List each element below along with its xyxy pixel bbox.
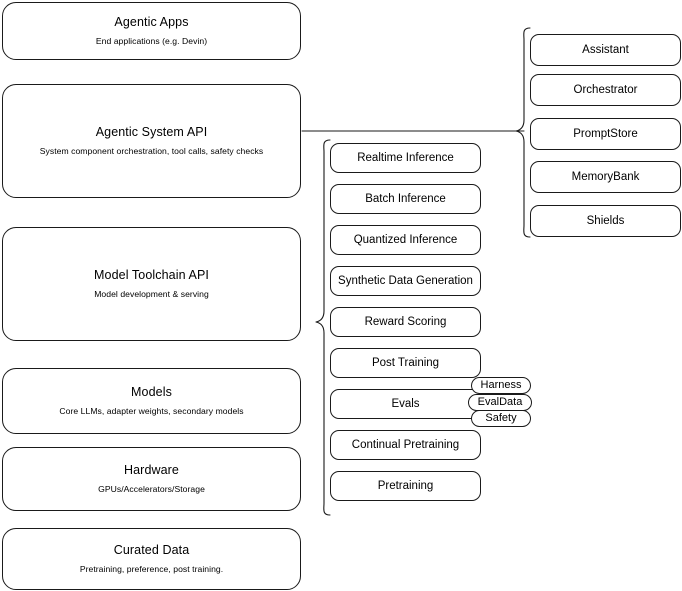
layer-subtitle: System component orchestration, tool cal… bbox=[39, 145, 264, 156]
system-component-orchestrator[interactable]: Orchestrator bbox=[530, 74, 681, 106]
brace-toolchain-items bbox=[315, 139, 331, 516]
toolchain-item-label: Reward Scoring bbox=[364, 315, 447, 328]
layer-model-toolchain-api[interactable]: Model Toolchain API Model development & … bbox=[2, 227, 301, 341]
system-component-memorybank[interactable]: MemoryBank bbox=[530, 161, 681, 193]
toolchain-item-label: Evals bbox=[391, 397, 420, 410]
brace-system-components bbox=[515, 27, 531, 238]
eval-capsule-harness[interactable]: Harness bbox=[471, 377, 531, 394]
layer-hardware[interactable]: Hardware GPUs/Accelerators/Storage bbox=[2, 447, 301, 511]
toolchain-item-evals[interactable]: Evals bbox=[330, 389, 481, 419]
toolchain-item-label: Synthetic Data Generation bbox=[338, 274, 473, 287]
system-component-assistant[interactable]: Assistant bbox=[530, 34, 681, 66]
toolchain-item-post-training[interactable]: Post Training bbox=[330, 348, 481, 378]
toolchain-item-batch-inference[interactable]: Batch Inference bbox=[330, 184, 481, 214]
layer-subtitle: End applications (e.g. Devin) bbox=[95, 35, 208, 46]
system-component-label: MemoryBank bbox=[571, 170, 640, 183]
layer-subtitle: Pretraining, preference, post training. bbox=[79, 563, 224, 574]
system-component-label: Assistant bbox=[582, 43, 629, 56]
toolchain-item-label: Batch Inference bbox=[365, 192, 446, 205]
eval-capsule-label: EvalData bbox=[477, 395, 523, 408]
toolchain-item-label: Post Training bbox=[371, 356, 440, 369]
eval-capsule-label: Harness bbox=[480, 378, 522, 391]
toolchain-item-reward-scoring[interactable]: Reward Scoring bbox=[330, 307, 481, 337]
eval-capsule-label: Safety bbox=[485, 411, 517, 424]
system-component-label: Shields bbox=[586, 214, 625, 227]
system-component-promptstore[interactable]: PromptStore bbox=[530, 118, 681, 150]
toolchain-item-label: Realtime Inference bbox=[357, 151, 454, 164]
toolchain-item-label: Pretraining bbox=[377, 479, 434, 492]
layer-title: Agentic Apps bbox=[114, 15, 189, 30]
layer-subtitle: Model development & serving bbox=[94, 288, 209, 299]
toolchain-item-synthetic-data-generation[interactable]: Synthetic Data Generation bbox=[330, 266, 481, 296]
toolchain-item-realtime-inference[interactable]: Realtime Inference bbox=[330, 143, 481, 173]
layer-title: Curated Data bbox=[113, 543, 190, 558]
toolchain-item-quantized-inference[interactable]: Quantized Inference bbox=[330, 225, 481, 255]
layer-title: Hardware bbox=[124, 463, 179, 478]
layer-title: Agentic System API bbox=[95, 125, 208, 140]
layer-curated-data[interactable]: Curated Data Pretraining, preference, po… bbox=[2, 528, 301, 590]
layer-subtitle: Core LLMs, adapter weights, secondary mo… bbox=[59, 405, 244, 416]
layer-title: Model Toolchain API bbox=[94, 268, 209, 283]
layer-models[interactable]: Models Core LLMs, adapter weights, secon… bbox=[2, 368, 301, 434]
toolchain-item-label: Quantized Inference bbox=[353, 233, 458, 246]
toolchain-item-pretraining[interactable]: Pretraining bbox=[330, 471, 481, 501]
system-component-label: PromptStore bbox=[573, 127, 638, 140]
system-component-shields[interactable]: Shields bbox=[530, 205, 681, 237]
eval-capsule-safety[interactable]: Safety bbox=[471, 410, 531, 427]
toolchain-item-label: Continual Pretraining bbox=[351, 438, 460, 451]
layer-subtitle: GPUs/Accelerators/Storage bbox=[98, 483, 205, 494]
layer-agentic-apps[interactable]: Agentic Apps End applications (e.g. Devi… bbox=[2, 2, 301, 60]
layer-title: Models bbox=[131, 385, 172, 400]
toolchain-item-continual-pretraining[interactable]: Continual Pretraining bbox=[330, 430, 481, 460]
eval-capsule-evaldata[interactable]: EvalData bbox=[468, 394, 532, 411]
system-component-label: Orchestrator bbox=[573, 83, 638, 96]
layer-agentic-system-api[interactable]: Agentic System API System component orch… bbox=[2, 84, 301, 198]
